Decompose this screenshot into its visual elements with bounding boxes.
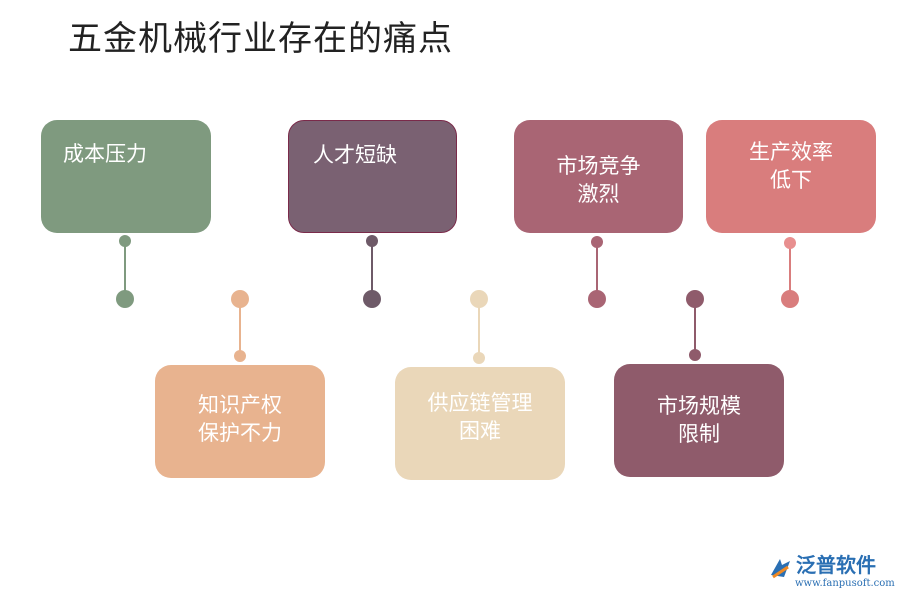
connector-dot xyxy=(784,237,796,249)
brand-logo: 泛普软件 www.fanpusoft.com xyxy=(768,553,895,593)
logo-name: 泛普软件 xyxy=(796,553,876,577)
timeline-node xyxy=(588,290,606,308)
pain-point-label: 供应链管理 困难 xyxy=(427,391,533,443)
pain-point-label: 市场竞争 激烈 xyxy=(556,154,641,206)
connector-dot xyxy=(473,352,485,364)
pain-point-label: 市场规模 限制 xyxy=(657,394,741,446)
timeline-node xyxy=(470,290,488,308)
pain-point-ip-protection: 知识产权 保护不力 xyxy=(155,365,325,478)
pain-point-supply-chain: 供应链管理 困难 xyxy=(395,367,565,480)
connector-dot xyxy=(119,235,131,247)
timeline-node xyxy=(781,290,799,308)
connector-dot xyxy=(366,235,378,247)
timeline-node xyxy=(363,290,381,308)
connector-dot xyxy=(234,350,246,362)
page-title: 五金机械行业存在的痛点 xyxy=(68,19,453,59)
timeline-node xyxy=(231,290,249,308)
pain-point-talent-shortage: 人才短缺 xyxy=(288,120,457,233)
pain-point-label: 成本压力 xyxy=(63,142,147,166)
pain-point-label: 人才短缺 xyxy=(313,143,397,167)
timeline-node xyxy=(686,290,704,308)
pain-point-low-efficiency: 生产效率 低下 xyxy=(706,120,876,233)
timeline-node xyxy=(116,290,134,308)
pain-point-cost-pressure: 成本压力 xyxy=(41,120,211,233)
logo-url: www.fanpusoft.com xyxy=(795,578,895,589)
pain-point-market-size: 市场规模 限制 xyxy=(614,364,784,477)
connector-dot xyxy=(591,236,603,248)
logo-mark-icon xyxy=(771,559,790,579)
pain-point-label: 生产效率 低下 xyxy=(749,140,833,192)
pain-point-market-competition: 市场竞争 激烈 xyxy=(514,120,683,233)
pain-point-label: 知识产权 保护不力 xyxy=(198,393,282,445)
connector-dot xyxy=(689,349,701,361)
